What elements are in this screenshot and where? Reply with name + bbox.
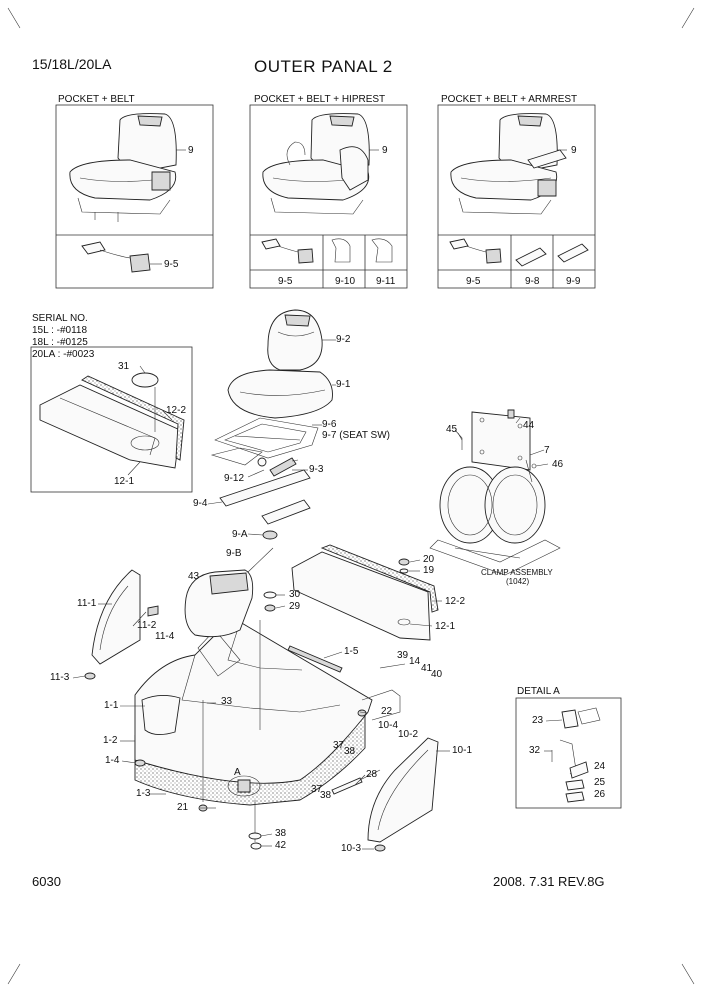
clamp-caption: CLAMP ASSEMBLY <box>481 568 553 577</box>
clamp-callout-44: 44 <box>523 420 535 431</box>
callout-1-3: 1-3 <box>136 788 151 799</box>
callout-14: 14 <box>409 656 421 667</box>
detail-callout-26: 26 <box>594 789 606 800</box>
serial-callout-12-1: 12-1 <box>114 476 135 487</box>
detail-callout-24: 24 <box>594 761 606 772</box>
date-revision: 2008. 7.31 REV.8G <box>493 874 605 889</box>
detail-callout-32: 32 <box>529 745 541 756</box>
callout-19: 19 <box>423 565 435 576</box>
callout-9-4: 9-4 <box>193 498 208 509</box>
serial-line-3: 20LA : -#0023 <box>32 349 95 360</box>
callout-1-2: 1-2 <box>103 735 118 746</box>
variant-2-part-1: 9-5 <box>278 276 293 287</box>
variant-seat-3 <box>450 113 567 215</box>
clamp-callout-7: 7 <box>544 445 550 456</box>
callout-A: A <box>234 767 241 778</box>
crop-marks <box>7 7 695 985</box>
clamp-assembly <box>429 409 561 576</box>
serial-panel-sketch <box>39 372 185 469</box>
callout-10-2: 10-2 <box>398 729 419 740</box>
model-label: 15/18L/20LA <box>32 56 112 72</box>
clamp-callout-45: 45 <box>446 424 458 435</box>
callout-43: 43 <box>188 571 200 582</box>
variant-3-part-3: 9-9 <box>566 276 581 287</box>
callout-29: 29 <box>289 601 301 612</box>
variant-1-title: POCKET + BELT <box>58 94 135 105</box>
belt-parts <box>81 238 589 273</box>
variant-1-seat-ref: 9 <box>188 145 194 156</box>
variant-3-part-2: 9-8 <box>525 276 540 287</box>
variant-2-seat-ref: 9 <box>382 145 388 156</box>
callout-10-3: 10-3 <box>341 843 362 854</box>
serial-callout-31: 31 <box>118 361 130 372</box>
callout-11-3: 11-3 <box>50 672 70 683</box>
callout-39: 39 <box>397 650 409 661</box>
detail-title: DETAIL A <box>517 686 560 697</box>
callout-10-1: 10-1 <box>452 745 473 756</box>
callout-9-12: 9-12 <box>224 473 245 484</box>
callout-28: 28 <box>366 769 378 780</box>
variant-2-part-3: 9-11 <box>376 276 396 287</box>
callout-9-2: 9-2 <box>336 334 351 345</box>
clamp-sub: (1042) <box>506 577 530 586</box>
detail-callout-25: 25 <box>594 777 606 788</box>
variant-seat-2 <box>262 113 379 215</box>
variant-3-seat-ref: 9 <box>571 145 577 156</box>
callout-21: 21 <box>177 802 189 813</box>
clamp-callout-46: 46 <box>552 459 564 470</box>
serial-line-1: 15L : -#0118 <box>32 325 88 336</box>
callout-22: 22 <box>381 706 393 717</box>
callout-9-7: 9-7 (SEAT SW) <box>322 430 390 441</box>
callout-10-4: 10-4 <box>378 720 399 731</box>
variant-seat-1 <box>69 113 186 222</box>
callout-12-2: 12-2 <box>445 596 466 607</box>
variant-box-1 <box>55 104 214 289</box>
callout-11-1: 11-1 <box>77 598 97 609</box>
detail-callout-23: 23 <box>532 715 544 726</box>
callout-30: 30 <box>289 589 301 600</box>
callout-9-B: 9-B <box>226 548 242 559</box>
callout-42: 42 <box>275 840 287 851</box>
callout-1-4: 1-4 <box>105 755 120 766</box>
callout-33: 33 <box>221 696 233 707</box>
variant-box-2 <box>249 104 408 289</box>
variant-2-part-2: 9-10 <box>335 276 356 287</box>
callout-41: 41 <box>421 663 433 674</box>
callout-9-1: 9-1 <box>336 379 351 390</box>
callout-37-lower: 37 <box>311 784 323 795</box>
page-title: OUTER PANAL 2 <box>254 57 393 76</box>
serial-line-2: 18L : -#0125 <box>32 337 88 348</box>
callout-37-upper: 37 <box>333 740 345 751</box>
variant-2-title: POCKET + BELT + HIPREST <box>254 94 386 105</box>
serial-title: SERIAL NO. <box>32 313 88 324</box>
callout-40: 40 <box>431 669 443 680</box>
callout-9-3: 9-3 <box>309 464 324 475</box>
callout-11-2: 11-2 <box>137 620 157 631</box>
callout-11-4: 11-4 <box>155 631 175 642</box>
variant-box-3 <box>437 104 596 289</box>
callout-1-1: 1-1 <box>104 700 119 711</box>
main-body <box>84 544 439 852</box>
callout-38-bottom: 38 <box>275 828 287 839</box>
detail-a-box <box>515 697 622 809</box>
serial-box-frame <box>30 346 193 493</box>
callout-1-5: 1-5 <box>344 646 359 657</box>
variant-3-title: POCKET + BELT + ARMREST <box>441 94 578 105</box>
serial-callout-12-2: 12-2 <box>166 405 187 416</box>
callout-20: 20 <box>423 554 435 565</box>
leader-lines <box>72 339 563 850</box>
callout-38-upper: 38 <box>344 746 356 757</box>
callout-12-1: 12-1 <box>435 621 456 632</box>
variant-1-part-1: 9-5 <box>164 259 179 270</box>
callout-9-6: 9-6 <box>322 419 337 430</box>
callout-9-A: 9-A <box>232 529 248 540</box>
callout-38-lower: 38 <box>320 790 332 801</box>
variant-3-part-1: 9-5 <box>466 276 481 287</box>
page-code: 6030 <box>32 874 61 889</box>
seat-exploded <box>210 309 333 573</box>
